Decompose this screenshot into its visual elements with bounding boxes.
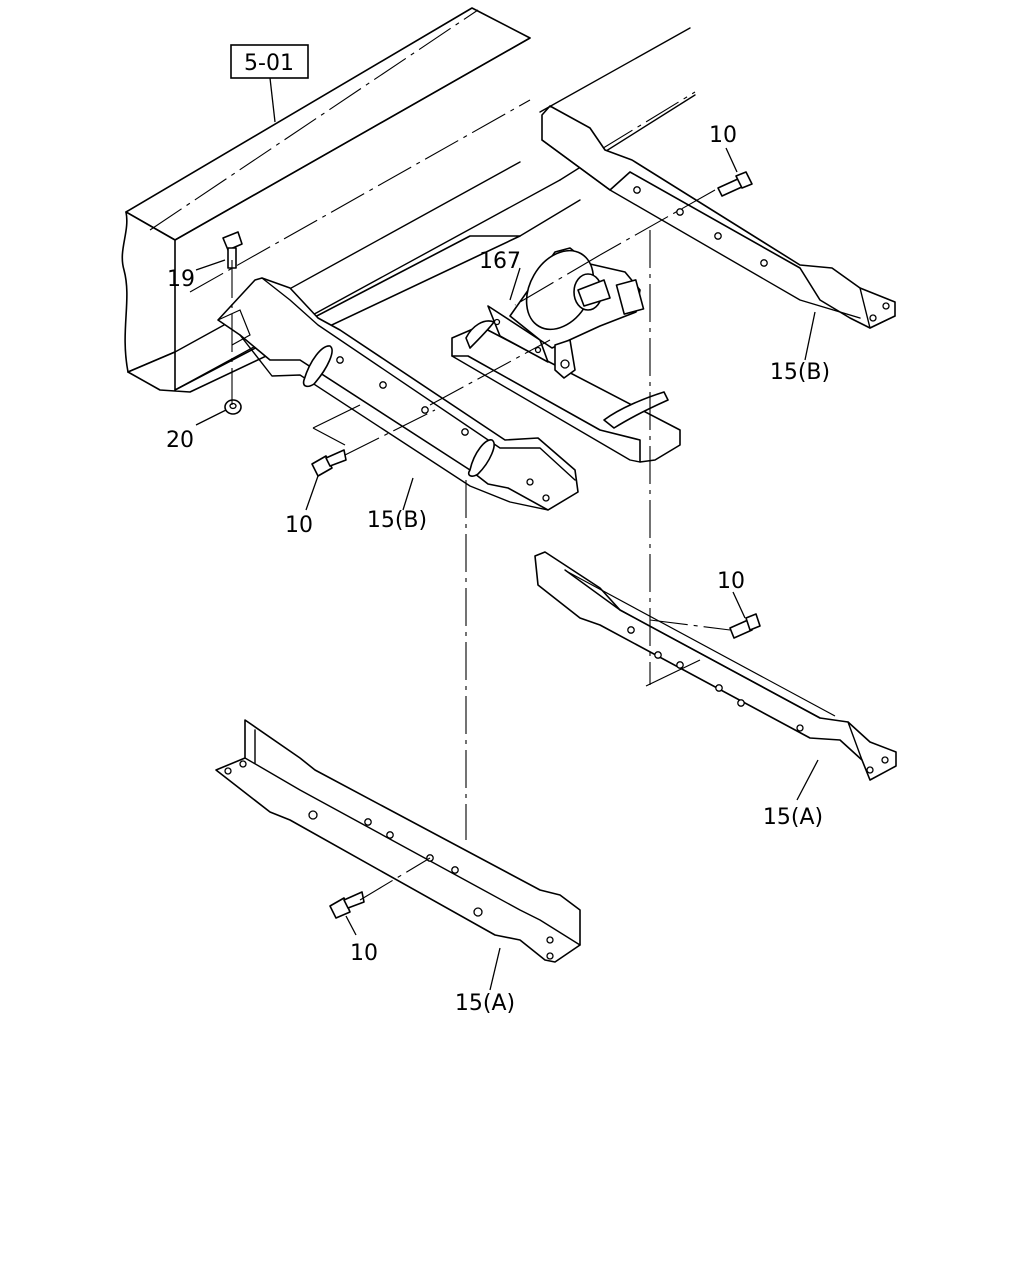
callout-20: 20 xyxy=(166,428,194,453)
callout-10-top: 10 xyxy=(709,123,737,148)
callout-15b-left: 15(B) xyxy=(367,508,427,533)
reference-box: 5-01 xyxy=(230,44,309,123)
crossmember-15b-left xyxy=(217,277,579,511)
callout-labels: 10 167 19 20 15(B) 10 15(B) 10 15(A) 10 … xyxy=(166,123,830,1016)
callout-167: 167 xyxy=(479,249,521,274)
callout-15b-right: 15(B) xyxy=(770,360,830,385)
leader-lines xyxy=(195,147,819,991)
callout-10-mid: 10 xyxy=(717,569,745,594)
bolt-10-bottom xyxy=(329,891,365,919)
crossmember-15b-right xyxy=(541,105,896,329)
crossmember-15a-bottom xyxy=(215,719,581,963)
callout-10-bottom: 10 xyxy=(350,941,378,966)
assembly-center-lines xyxy=(217,189,731,901)
callout-15a-bottom: 15(A) xyxy=(455,991,515,1016)
bolt-19 xyxy=(222,231,243,269)
bracket-167 xyxy=(451,247,681,463)
callout-10-left: 10 xyxy=(285,513,313,538)
callout-19: 19 xyxy=(167,267,195,292)
callout-15a-right: 15(A) xyxy=(763,805,823,830)
bolt-10-top xyxy=(717,171,753,197)
bolt-10-left xyxy=(311,449,347,477)
bolt-10-mid xyxy=(729,613,761,639)
crossmember-15a-right xyxy=(534,551,897,781)
nut-20 xyxy=(224,399,242,415)
reference-box-label: 5-01 xyxy=(244,51,294,76)
frame-rail xyxy=(121,7,696,393)
